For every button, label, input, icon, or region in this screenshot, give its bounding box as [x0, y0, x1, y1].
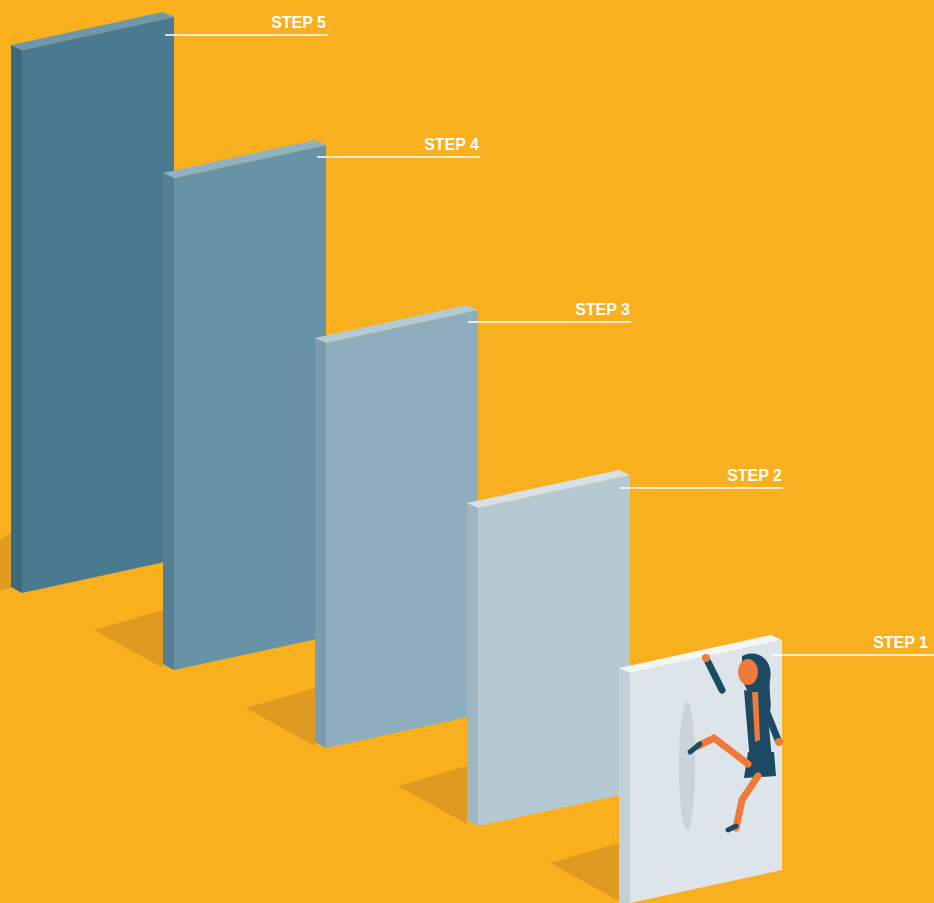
slab-side: [467, 503, 478, 826]
slab-side: [11, 45, 22, 593]
step-label: STEP 4: [424, 136, 479, 154]
slab-front: [22, 17, 174, 593]
leader-line: [772, 654, 934, 656]
hole: [679, 702, 695, 830]
slab-front: [174, 145, 326, 670]
climbing-woman: [690, 653, 783, 830]
slab-side: [163, 173, 174, 670]
slab-front: [630, 640, 782, 903]
shadow: [94, 610, 163, 668]
step-label: STEP 2: [727, 467, 782, 485]
step-label: STEP 3: [575, 301, 630, 319]
shadow: [246, 688, 315, 746]
shadow: [398, 766, 467, 824]
slab-top: [163, 140, 326, 178]
leader-line: [468, 321, 631, 323]
slab-front: [478, 475, 630, 826]
slab-top: [315, 305, 478, 343]
step-label: STEP 5: [271, 14, 326, 32]
step-label: STEP 1: [873, 634, 928, 652]
slab-side: [619, 668, 630, 903]
shadow: [550, 843, 619, 901]
shadow: [0, 533, 11, 590]
leader-line: [317, 156, 480, 158]
slab-side: [315, 338, 326, 748]
leader-line: [620, 487, 783, 489]
slab-top: [467, 470, 630, 508]
slab-top: [11, 12, 174, 50]
leader-line: [165, 34, 328, 36]
slab-front: [326, 310, 478, 748]
